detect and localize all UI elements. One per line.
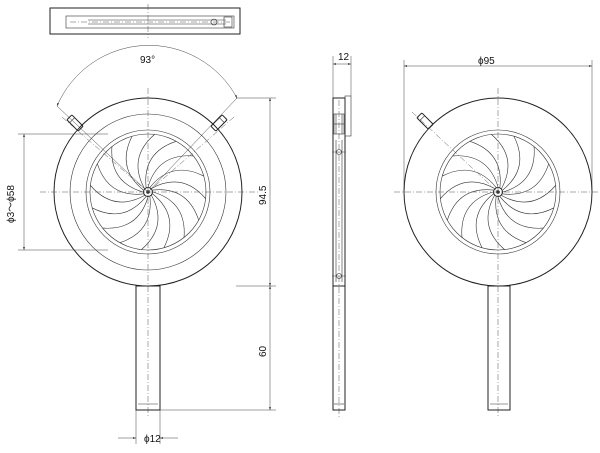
iris-blade: [495, 196, 527, 243]
iris-blade: [152, 191, 185, 238]
handle: [135, 285, 161, 411]
iris-blade: [491, 134, 509, 189]
iris-blade: [440, 181, 495, 199]
rear-lever: [416, 112, 434, 130]
side-handle: [332, 285, 346, 411]
iris-blades: [90, 134, 206, 250]
handle-diameter-label: ϕ12: [144, 434, 161, 445]
iris-blade: [452, 155, 499, 188]
iris-blade: [151, 181, 206, 199]
angle-label: 93°: [140, 55, 155, 66]
iris-blade: [149, 169, 204, 188]
left-lever: [66, 114, 84, 132]
aperture-dim-label: ϕ3～ϕ58: [6, 185, 17, 223]
iris-blade: [147, 155, 194, 188]
rear-iris-blades: [440, 134, 556, 250]
iris-blade: [502, 146, 535, 193]
iris-blade: [497, 196, 544, 229]
rear-handle: [487, 285, 511, 411]
iris-blade: [137, 134, 155, 189]
iris-blade: [469, 141, 501, 188]
iris-blade: [97, 163, 144, 195]
side-lever-block: [344, 95, 352, 137]
iris-blade: [502, 136, 521, 191]
outer-diameter-label: ϕ95: [478, 56, 495, 67]
iris-blade: [111, 146, 144, 193]
iris-blade: [487, 195, 505, 250]
iris-blade: [102, 196, 149, 229]
side-view: 12: [332, 52, 352, 418]
height-dim-label: 94.5: [258, 185, 269, 205]
iris-blade: [125, 136, 144, 191]
top-view-pin: [210, 18, 218, 26]
iris-blade: [145, 141, 177, 188]
iris-blade: [502, 163, 549, 195]
iris-blade: [499, 196, 554, 215]
iris-blade: [152, 193, 171, 248]
iris-blade: [501, 185, 556, 203]
top-view-body: [65, 15, 235, 29]
iris-blade: [141, 195, 159, 250]
front-view: 93° ϕ3～ϕ58: [6, 45, 276, 445]
iris-blade: [152, 189, 199, 221]
rear-view: ϕ95: [394, 56, 600, 418]
top-view-knob: [223, 16, 233, 28]
iris-blade: [442, 169, 497, 188]
top-view: [49, 4, 241, 38]
iris-blade: [475, 193, 494, 248]
iris-blade: [92, 196, 147, 215]
iris-blade: [90, 185, 145, 203]
iris-blade: [119, 196, 151, 243]
thickness-label: 12: [338, 52, 350, 63]
iris-blade: [447, 189, 494, 221]
angle-arc: [56, 45, 238, 107]
top-view-frame: [49, 7, 241, 35]
right-lever: [210, 114, 228, 132]
iris-blade: [461, 191, 494, 238]
handle-length-label: 60: [258, 345, 269, 357]
